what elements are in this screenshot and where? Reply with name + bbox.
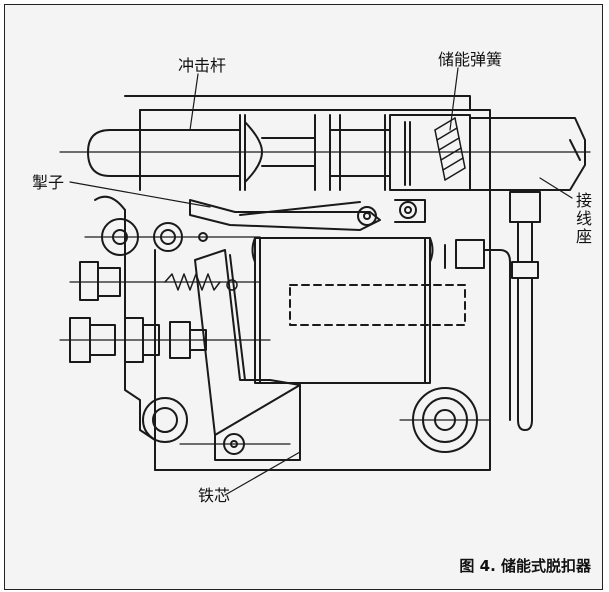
pawl-label: 掣子 — [32, 173, 65, 192]
terminal-block-label: 接线座 — [573, 192, 592, 246]
figure-caption: 图 4. 储能式脱扣器 — [459, 557, 591, 575]
housing-outline — [124, 95, 491, 471]
terminal-block — [489, 117, 586, 431]
tension-spring — [164, 273, 238, 291]
impact-rod-label: 冲击杆 — [178, 56, 227, 75]
support-pillars — [142, 387, 491, 453]
storage-spring-label: 储能弹簧 — [438, 50, 503, 69]
pawl-lever — [189, 199, 426, 231]
impact-rod — [59, 114, 591, 191]
iron-core — [179, 249, 301, 461]
solenoid-coil — [251, 237, 511, 421]
iron-core-label: 铁芯 — [198, 486, 231, 505]
upper-pivots — [84, 195, 261, 256]
storage-spring — [434, 117, 466, 181]
leader-lines — [69, 67, 573, 496]
adjustment-screws — [59, 261, 271, 363]
spring-housing — [389, 114, 491, 191]
